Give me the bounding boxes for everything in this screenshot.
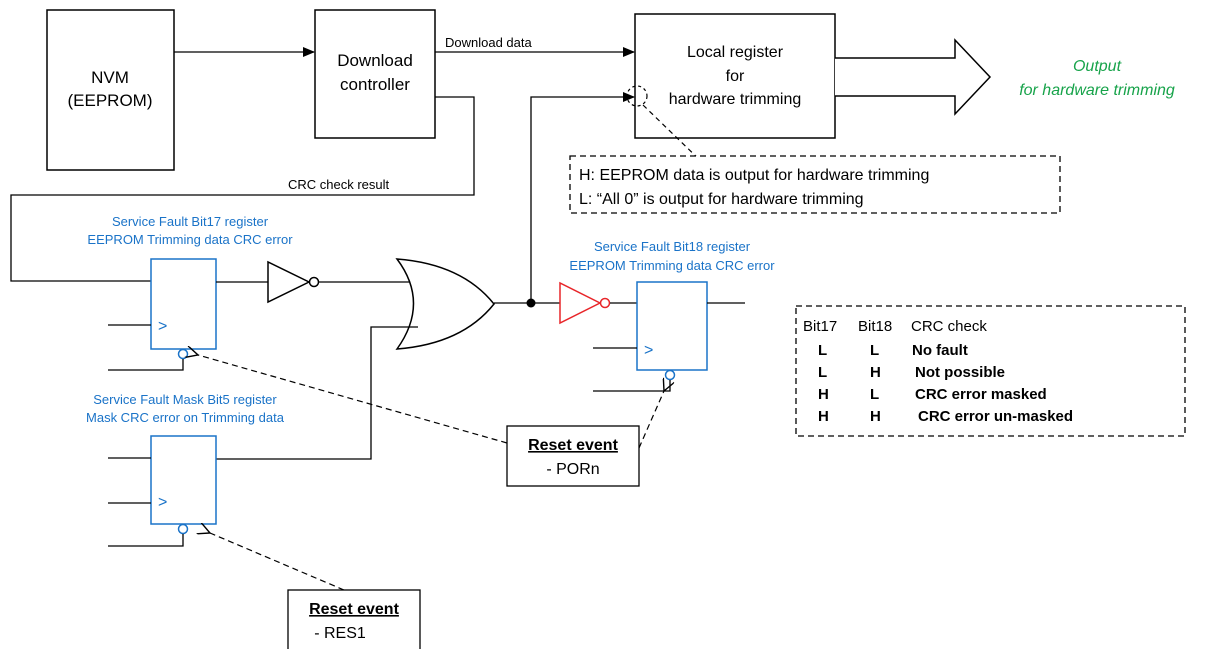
- bit17-title-line2: EEPROM Trimming data CRC error: [87, 232, 293, 247]
- res1-to-mask-arrow: [210, 533, 345, 591]
- local-register-label-line2: for: [726, 68, 745, 85]
- mask-to-or-wire: [216, 326, 418, 460]
- output-label-line1: Output: [1073, 58, 1122, 75]
- truth-row4-crc: CRC error un-masked: [918, 408, 1073, 425]
- local-register-block: Local register for hardware trimming: [634, 13, 836, 139]
- truth-row1-bit18: L: [870, 342, 879, 359]
- output-arrow: [835, 38, 992, 116]
- crc-result-wire: [10, 96, 475, 282]
- reset-porn-title: Reset event: [528, 437, 618, 454]
- or-gate: [395, 258, 495, 350]
- note-line-l: L: “All 0” is output for hardware trimmi…: [579, 191, 864, 208]
- truth-row1-crc: No fault: [912, 342, 968, 359]
- truth-row2-bit18: H: [870, 364, 881, 381]
- nvm-block: NVM (EEPROM): [46, 9, 175, 171]
- nvm-label-line1: NVM: [91, 68, 129, 87]
- note-line-h: H: EEPROM data is output for hardware tr…: [579, 167, 929, 184]
- bit18-reset-bubble: [664, 369, 676, 381]
- bit18-flipflop: >: [636, 281, 708, 381]
- output-label-line2: for hardware trimming: [1019, 82, 1175, 99]
- download-data-label: Download data: [445, 35, 532, 50]
- truth-row4-bit17: H: [818, 408, 829, 425]
- bit18-title-line1: Service Fault Bit18 register: [594, 239, 751, 254]
- truth-row3-bit17: H: [818, 386, 829, 403]
- truth-row4-bit18: H: [870, 408, 881, 425]
- download-controller-block: Download controller: [314, 9, 436, 139]
- inverter-1: [267, 260, 320, 304]
- truth-header-crc: CRC check: [911, 318, 987, 335]
- crc-result-label: CRC check result: [288, 177, 390, 192]
- reset-porn-item: - PORn: [546, 461, 599, 478]
- mask-title-line2: Mask CRC error on Trimming data: [86, 410, 285, 425]
- enable-note-box: H: EEPROM data is output for hardware tr…: [569, 155, 1061, 214]
- truth-table: Bit17 Bit18 CRC check L L No fault L H N…: [795, 305, 1186, 437]
- truth-row2-crc: Not possible: [915, 364, 1005, 381]
- local-register-label-line1: Local register: [687, 44, 784, 61]
- enable-callout-circle: [626, 85, 648, 107]
- reset-res1-item: - RES1: [314, 625, 366, 642]
- bit18-reset-wire: [593, 380, 671, 392]
- download-controller-label-line1: Download: [337, 51, 413, 70]
- bit18-clock-symbol: >: [644, 342, 653, 359]
- truth-header-bit18: Bit18: [858, 318, 892, 335]
- bit17-clock-symbol: >: [158, 318, 167, 335]
- mask-reset-wire: [108, 534, 184, 547]
- porn-to-bit18-arrow: [638, 391, 664, 449]
- bit17-reset-wire: [108, 359, 184, 371]
- bit18-title-line2: EEPROM Trimming data CRC error: [569, 258, 775, 273]
- reset-res1-title: Reset event: [309, 601, 399, 618]
- mask-title-line1: Service Fault Mask Bit5 register: [93, 392, 277, 407]
- bit17-title-line1: Service Fault Bit17 register: [112, 214, 269, 229]
- inverter-2: [559, 281, 611, 325]
- truth-row3-bit18: L: [870, 386, 879, 403]
- bit17-flipflop: >: [150, 258, 217, 360]
- mask-clock-symbol: >: [158, 494, 167, 511]
- bit17-reset-bubble: [177, 348, 189, 360]
- local-register-label-line3: hardware trimming: [669, 91, 801, 108]
- truth-row1-bit17: L: [818, 342, 827, 359]
- mask-flipflop: >: [150, 435, 217, 535]
- mask-reset-bubble: [177, 523, 189, 535]
- download-controller-label-line2: controller: [340, 75, 410, 94]
- enable-wire: [530, 92, 635, 303]
- reset-event-res1-box: Reset event - RES1: [287, 589, 421, 649]
- reset-event-porn-box: Reset event - PORn: [506, 425, 640, 487]
- truth-row3-crc: CRC error masked: [915, 386, 1047, 403]
- truth-header-bit17: Bit17: [803, 318, 837, 335]
- porn-to-bit17-arrow: [198, 355, 508, 444]
- nvm-label-line2: (EEPROM): [68, 91, 153, 110]
- truth-row2-bit17: L: [818, 364, 827, 381]
